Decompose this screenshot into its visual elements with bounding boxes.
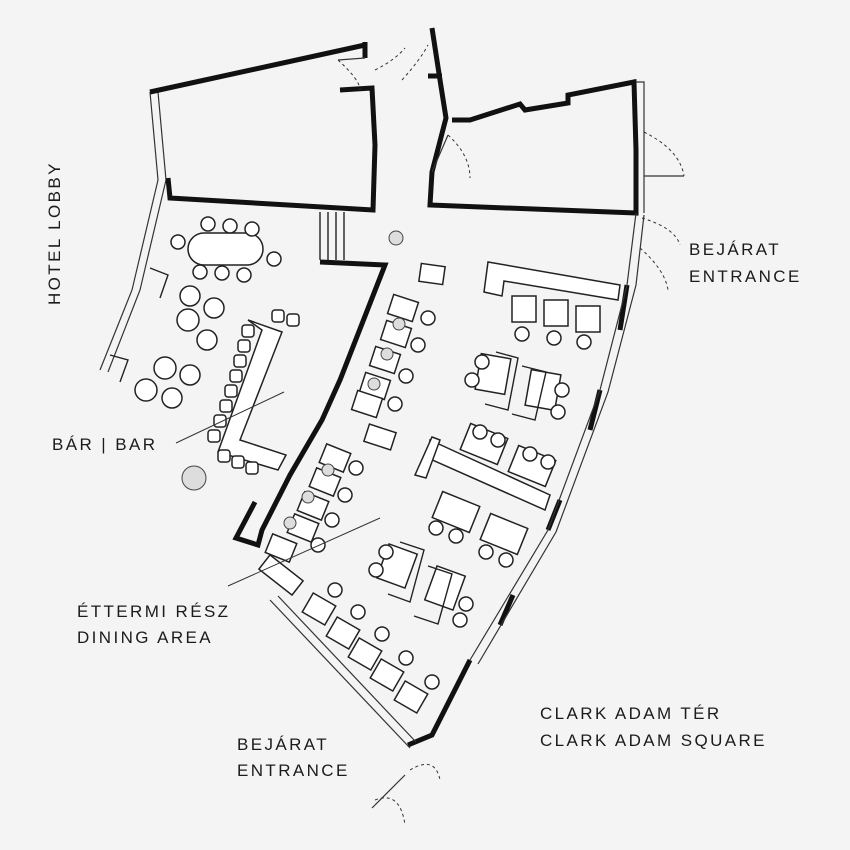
central-banquette [413, 422, 557, 568]
doors [337, 44, 685, 826]
west-window-wall [99, 91, 167, 373]
bar-counter [217, 319, 288, 471]
entrance-top-label-en: ENTRANCE [689, 267, 802, 286]
dining-tables-window-row [301, 582, 440, 715]
dining-label-hu: ÉTTERMI RÉSZ [77, 602, 230, 621]
east-window-wall [469, 81, 645, 665]
lobby-long-table [170, 216, 282, 283]
booth-tables-upper [464, 351, 570, 421]
dining-window [269, 595, 417, 749]
entrance-bottom-label-hu: BEJÁRAT [237, 735, 329, 754]
dining-tables-column-2 [257, 442, 364, 597]
steps [319, 212, 345, 260]
entrance-top-label-hu: BEJÁRAT [689, 240, 781, 259]
booth-tables-lower [368, 541, 474, 628]
bar-label: BÁR | BAR [52, 435, 157, 454]
square-label-hu: CLARK ADAM TÉR [540, 704, 722, 723]
square-label-en: CLARK ADAM SQUARE [540, 731, 767, 750]
hotel-lobby-label: HOTEL LOBBY [45, 161, 64, 305]
dining-tables-column-1 [350, 262, 446, 451]
dining-label-en: DINING AREA [77, 628, 213, 647]
lounge-seating [109, 267, 225, 409]
bar-stools [207, 309, 300, 475]
entrance-bottom-label-en: ENTRANCE [237, 761, 350, 780]
window-bench [483, 261, 621, 350]
plants [181, 230, 404, 491]
leader-lines [175, 391, 381, 587]
